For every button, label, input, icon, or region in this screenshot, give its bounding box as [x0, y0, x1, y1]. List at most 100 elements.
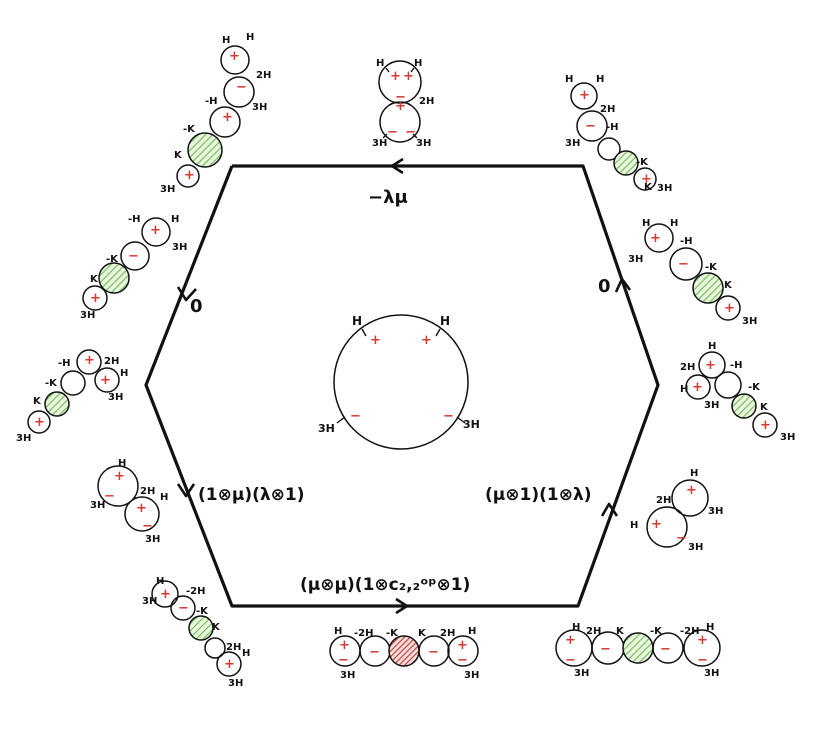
boundary-label: 2H: [680, 362, 695, 373]
boundary-label: H: [334, 626, 342, 637]
boundary-tick: [385, 67, 390, 73]
figure-bottom-middle-chain: H -2H -K K 2H H 3H 3H + − − − + −: [329, 626, 479, 681]
boundary-label: H: [706, 622, 714, 633]
disk: [698, 351, 726, 379]
boundary-label: 2H: [600, 104, 615, 115]
disk: [646, 506, 688, 548]
boundary-label: H: [642, 218, 650, 229]
boundary-label: K: [212, 622, 221, 633]
disk: [644, 223, 674, 253]
boundary-label: 2H: [256, 70, 271, 81]
sign-mark: −: [395, 90, 406, 105]
boundary-label: -H: [58, 358, 71, 369]
arrow-bottom: [395, 597, 409, 615]
disk: [447, 635, 479, 667]
boundary-label: 3H: [780, 432, 795, 443]
sign-mark: +: [651, 517, 662, 532]
disk: [60, 370, 86, 396]
label-top: −λμ: [368, 187, 408, 208]
boundary-label: 3H: [340, 670, 355, 681]
sign-mark: +: [339, 638, 350, 653]
sign-mark: +: [370, 333, 381, 348]
figure-right-upper-chain: H H -H 3H -K K 3H + − +: [628, 218, 757, 327]
boundary-label: H: [708, 341, 716, 352]
disk: [752, 412, 778, 438]
boundary-label: 2H: [419, 96, 434, 107]
disk: [652, 632, 684, 664]
arrow-top: [390, 157, 404, 175]
disk: [141, 217, 171, 247]
sign-mark: −: [128, 249, 139, 264]
boundary-label: H: [156, 576, 164, 587]
hatched-disk: [44, 391, 70, 417]
disk: [378, 60, 422, 104]
disk: [216, 651, 242, 677]
figure-right-middle: 2H H -H H -K K 3H 3H + + +: [680, 341, 795, 443]
hatched-disk: [622, 632, 654, 664]
boundary-label: 2H: [104, 356, 119, 367]
hatched-disk: [187, 132, 223, 168]
sign-mark: −: [387, 125, 398, 140]
boundary-label: H: [440, 314, 450, 328]
boundary-label: -K: [650, 626, 663, 637]
boundary-label: H: [630, 520, 638, 531]
boundary-label: 3H: [90, 500, 105, 511]
boundary-label: 2H: [140, 486, 155, 497]
disk: [570, 82, 598, 110]
boundary-label: H: [680, 384, 688, 395]
boundary-label: 3H: [318, 422, 335, 435]
hatched-disk: [188, 615, 214, 641]
disk: [379, 101, 421, 143]
boundary-label: K: [616, 626, 625, 637]
figure-upper-right-chain: H H 2H -H 3H -K K 3H + − +: [565, 74, 672, 194]
sign-mark: −: [236, 80, 247, 95]
sign-mark: −: [428, 645, 439, 660]
disk: [124, 496, 160, 532]
boundary-label: -2H: [186, 586, 205, 597]
sign-mark: −: [350, 409, 361, 424]
disk: [715, 295, 741, 321]
sign-mark: +: [641, 172, 652, 187]
sign-mark: +: [650, 231, 661, 246]
boundary-label: 3H: [16, 433, 31, 444]
boundary-label: 2H: [440, 628, 455, 639]
boundary-tick: [456, 416, 466, 424]
sign-mark: −: [443, 409, 454, 424]
figure-bottom-right-chain: H 2H K -K -2H H 3H 3H + − − − + −: [555, 622, 721, 679]
boundary-label: -K: [106, 254, 119, 265]
boundary-label: -2H: [680, 626, 699, 637]
boundary-label: 3H: [372, 138, 387, 149]
sign-mark: +: [705, 358, 716, 373]
disk: [204, 637, 226, 659]
disk: [669, 247, 703, 281]
sign-mark: +: [697, 633, 708, 648]
boundary-label: 3H: [80, 310, 95, 321]
sign-mark: +: [136, 501, 147, 516]
arrow-upper-left: [176, 286, 197, 302]
figure-right-lower: H 2H 3H H 3H + + −: [630, 468, 723, 553]
boundary-label: 3H: [742, 316, 757, 327]
sign-mark: −: [338, 653, 349, 668]
boundary-label: -H: [680, 236, 693, 247]
disk: [170, 595, 196, 621]
boundary-label: H: [572, 622, 580, 633]
disk: [82, 285, 108, 311]
disk: [223, 76, 255, 108]
sign-mark: +: [229, 49, 240, 64]
disk: [220, 45, 250, 75]
sign-mark: −: [585, 119, 596, 134]
boundary-label: 3H: [252, 102, 267, 113]
sign-mark: +: [90, 291, 101, 306]
boundary-label: 2H: [656, 495, 671, 506]
hexagon-outline: [144, 164, 660, 608]
sign-mark: +: [760, 418, 771, 433]
figure-bottom-left-chain: H 3H -2H -K K 2H H 3H + − +: [142, 576, 250, 689]
sign-mark: +: [100, 373, 111, 388]
boundary-label: 3H: [704, 400, 719, 411]
arrow-lower-left: [176, 483, 196, 498]
disk: [76, 349, 102, 375]
boundary-label: 3H: [160, 184, 175, 195]
figure-left-upper-chain: -H H 3H -K K 3H + − +: [80, 214, 187, 321]
label-upper-left: 0: [190, 296, 203, 317]
